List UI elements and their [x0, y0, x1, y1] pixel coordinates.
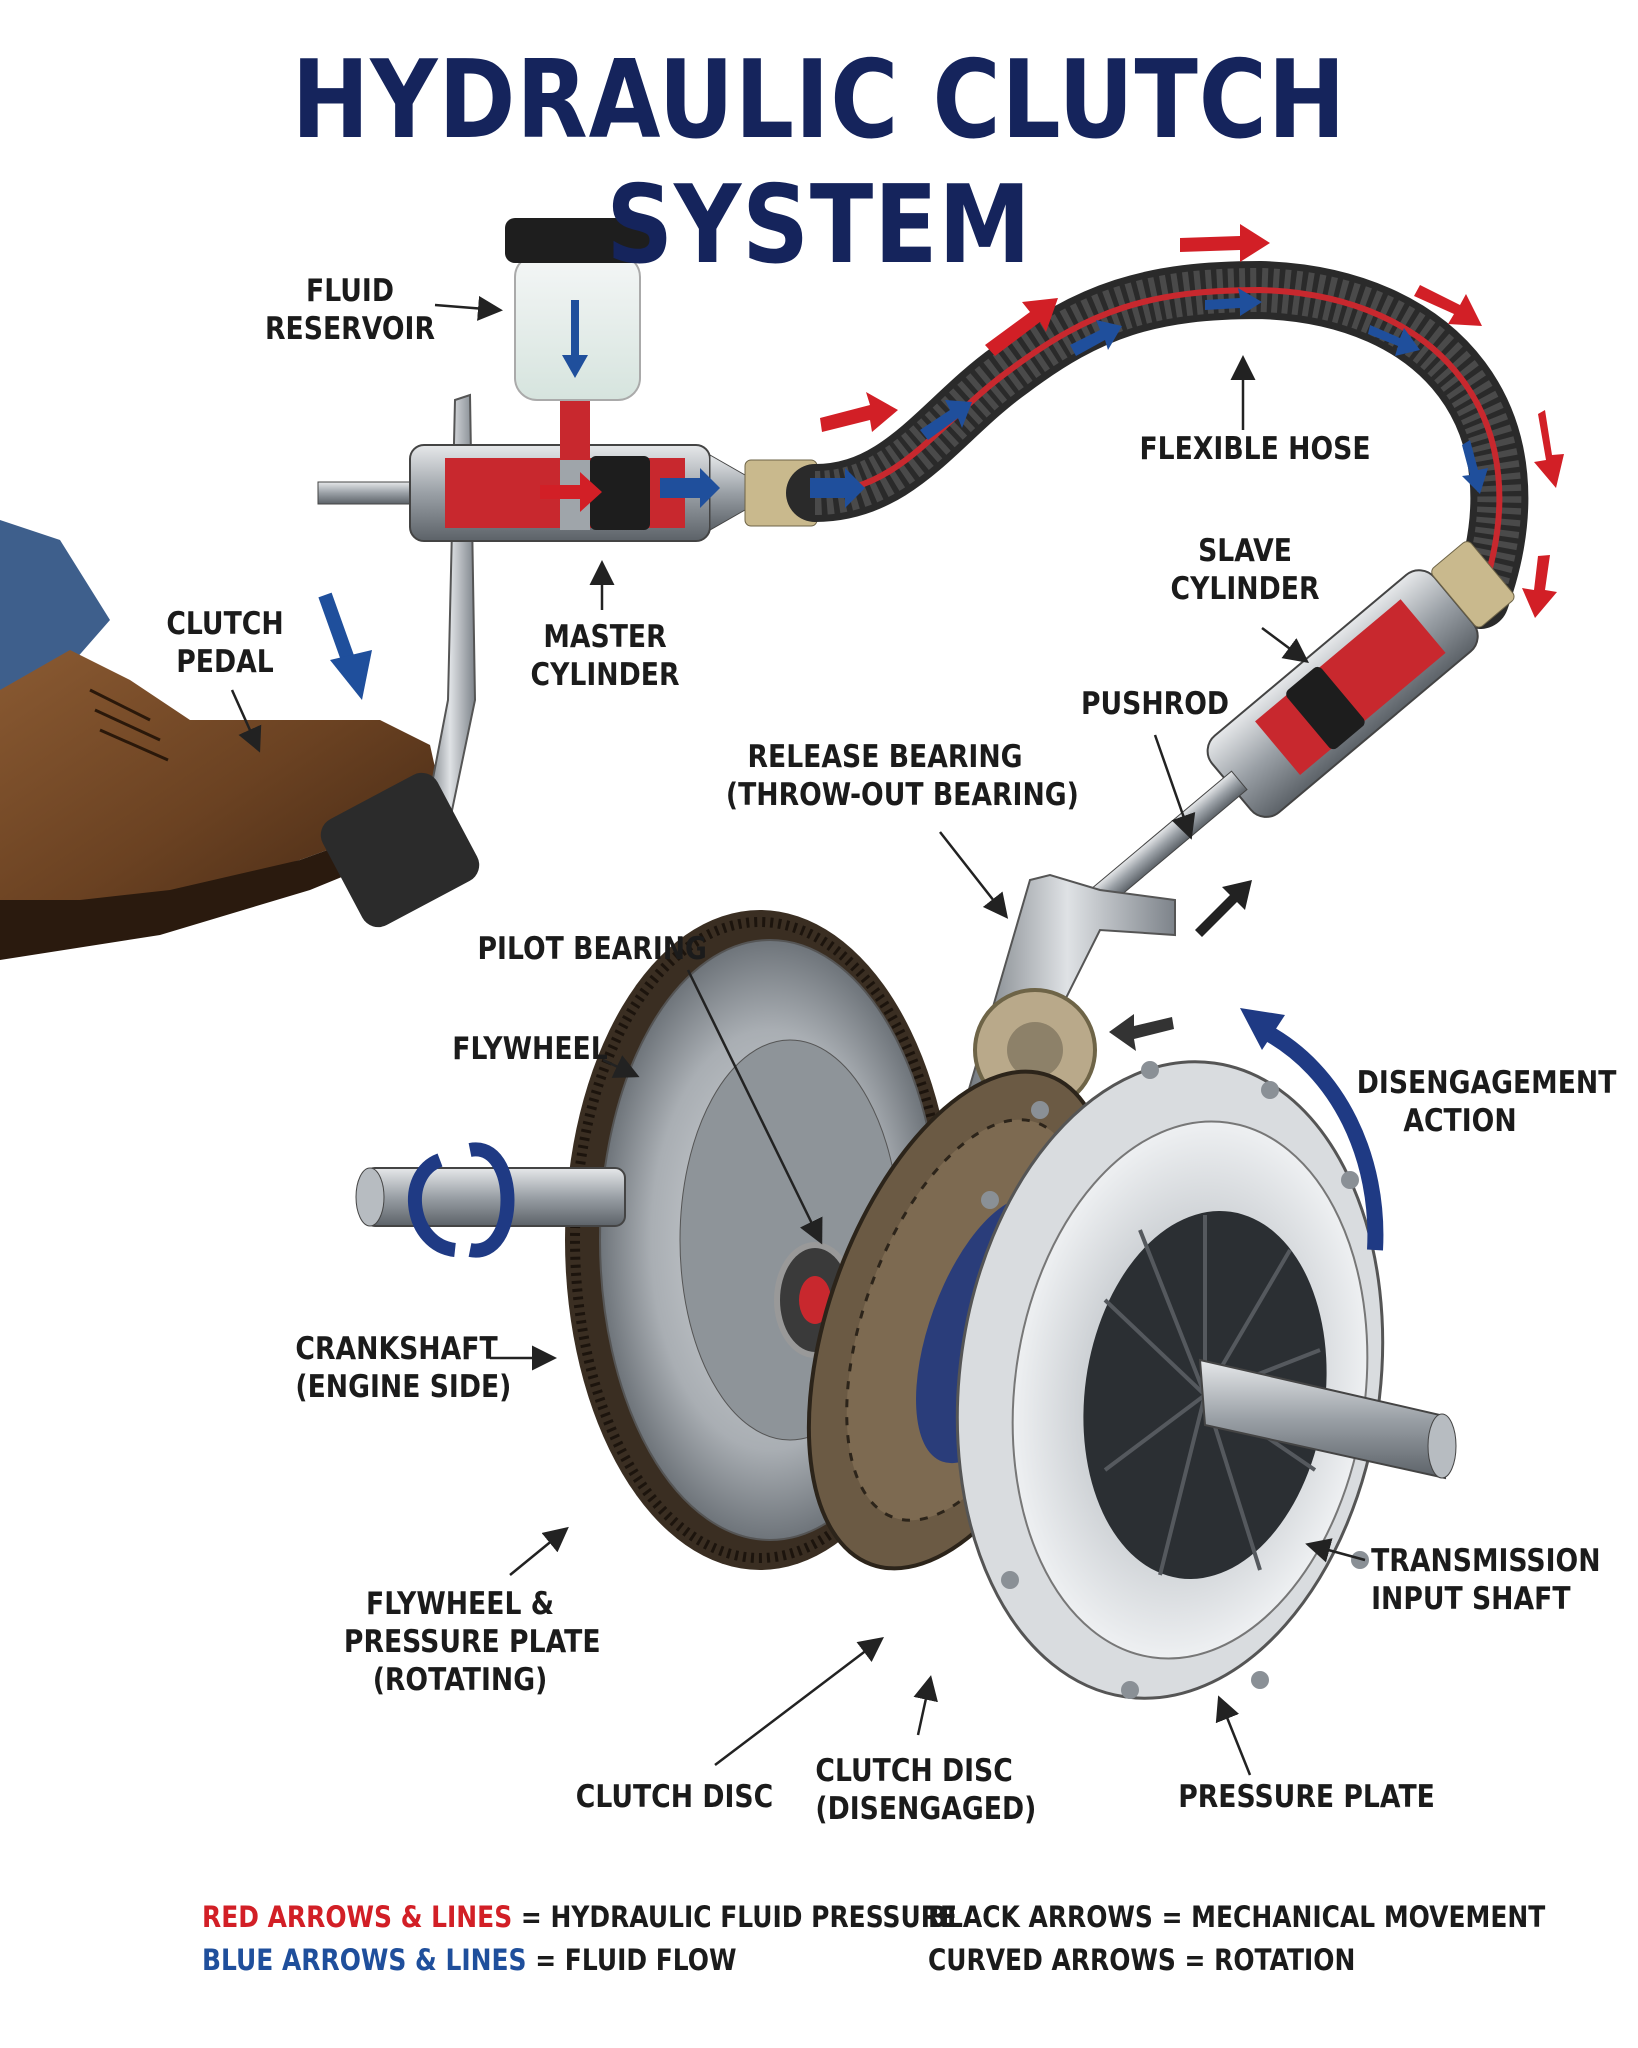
- crankshaft: [364, 1167, 626, 1227]
- legend-blue-key: BLUE ARROWS & LINES: [202, 1943, 527, 1977]
- leader-lines: [230, 295, 1366, 1776]
- disengagement-rotation-arrow: [1258, 1022, 1384, 1251]
- slave-cylinder: [1085, 541, 1515, 913]
- label-release-bearing: RELEASE BEARING(THROW-OUT BEARING): [725, 739, 1079, 813]
- legend-red-desc: = HYDRAULIC FLUID PRESSURE: [512, 1900, 957, 1934]
- fluid-flow-arrows: [660, 288, 1488, 508]
- legend-blue: BLUE ARROWS & LINES = FLUID FLOW: [202, 1943, 737, 1977]
- label-clutch-disc-disengaged: CLUTCH DISC(DISENGAGED): [815, 1753, 1037, 1827]
- mechanical-arrow-bearing: [1109, 1014, 1174, 1051]
- label-clutch-disc: CLUTCH DISC: [575, 1779, 774, 1815]
- label-pushrod: PUSHROD: [1080, 686, 1230, 722]
- label-pilot-bearing: PILOT BEARING: [477, 931, 707, 967]
- label-flywheel-pressure-plate: FLYWHEEL &PRESSURE PLATE(ROTATING): [343, 1586, 601, 1698]
- label-flywheel: FLYWHEEL: [452, 1031, 608, 1067]
- transmission-input-shaft: [1198, 1358, 1447, 1480]
- boot: [0, 650, 440, 940]
- crankshaft-rotation-arrow: [468, 1142, 515, 1258]
- legend-red: RED ARROWS & LINES = HYDRAULIC FLUID PRE…: [202, 1900, 957, 1934]
- pedal-pad: [320, 772, 480, 928]
- pressure-plate-bolts: [981, 1061, 1369, 1699]
- legend-curved: CURVED ARROWS = ROTATION: [928, 1943, 1356, 1977]
- pedal-push-arrow: [318, 592, 357, 668]
- page-title: HYDRAULIC CLUTCH SYSTEM: [291, 38, 1347, 288]
- legend-red-key: RED ARROWS & LINES: [202, 1900, 513, 1934]
- jeans: [0, 520, 110, 720]
- label-crankshaft: CRANKSHAFT(ENGINE SIDE): [295, 1331, 512, 1405]
- mechanical-arrow-pushrod: [1195, 880, 1252, 937]
- label-flexible-hose: FLEXIBLE HOSE: [1139, 431, 1371, 467]
- label-pressure-plate: PRESSURE PLATE: [1178, 1779, 1435, 1815]
- legend-black: BLACK ARROWS = MECHANICAL MOVEMENT: [928, 1900, 1546, 1934]
- reservoir-cap: [505, 218, 650, 263]
- legend-blue-desc: = FLUID FLOW: [526, 1943, 737, 1977]
- pressure-arrows: [540, 224, 1564, 618]
